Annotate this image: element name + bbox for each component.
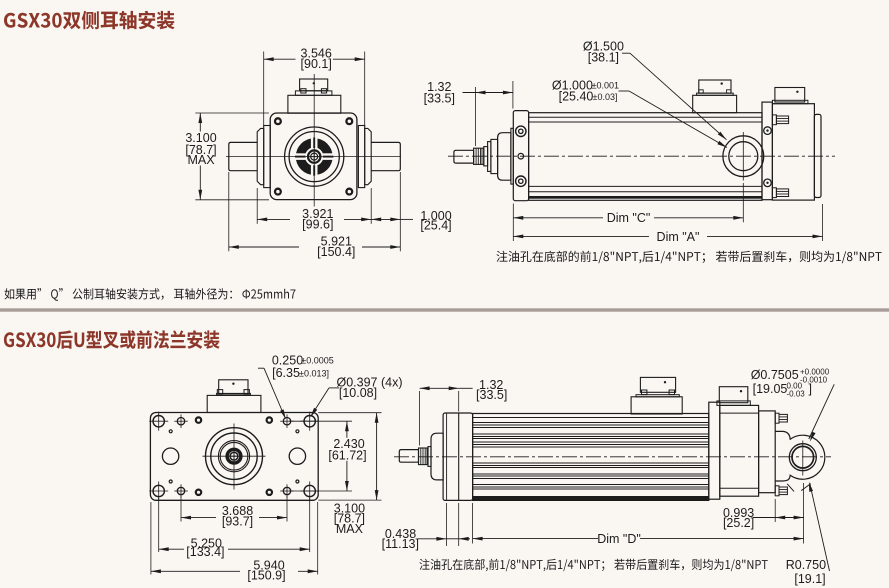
- svg-text:[150.4]: [150.4]: [317, 245, 355, 259]
- svg-text:5.921: 5.921: [321, 235, 352, 249]
- svg-text:[6.35: [6.35: [272, 366, 300, 380]
- svg-text:[93.7]: [93.7]: [222, 514, 253, 528]
- svg-text:[90.1]: [90.1]: [301, 57, 332, 71]
- svg-text:5.940: 5.940: [253, 558, 284, 572]
- svg-text:-0.03: -0.03: [787, 389, 806, 398]
- svg-text:]: ]: [809, 382, 812, 396]
- svg-text:5.250: 5.250: [191, 536, 222, 550]
- svg-text:Dim "A": Dim "A": [657, 230, 700, 244]
- svg-text:0.993: 0.993: [723, 506, 754, 520]
- svg-text:2.430: 2.430: [333, 437, 364, 451]
- svg-text:Ø1.000: Ø1.000: [552, 79, 593, 93]
- svg-text:[78.7]: [78.7]: [185, 143, 216, 157]
- svg-text:[33.5]: [33.5]: [476, 388, 507, 402]
- svg-text:[61.72]: [61.72]: [328, 449, 366, 463]
- svg-text:[150.9]: [150.9]: [247, 569, 285, 583]
- svg-text:±0.013]: ±0.013]: [299, 368, 329, 378]
- svg-text:[10.08]: [10.08]: [339, 386, 377, 400]
- svg-text:3.688: 3.688: [222, 504, 253, 518]
- svg-text:[25.2]: [25.2]: [723, 516, 754, 530]
- svg-text:MAX: MAX: [336, 522, 364, 536]
- svg-text:3.100: 3.100: [185, 131, 216, 145]
- svg-text:0.438: 0.438: [385, 527, 416, 541]
- svg-text:[19.1]: [19.1]: [794, 572, 825, 586]
- svg-text:±0.0005: ±0.0005: [301, 355, 333, 365]
- svg-text:[33.5]: [33.5]: [424, 92, 455, 106]
- svg-text:[25.40: [25.40: [559, 90, 594, 104]
- svg-text:+0.0000: +0.0000: [800, 367, 830, 376]
- svg-text:[78.7]: [78.7]: [334, 512, 365, 526]
- svg-text:Ø0.7505: Ø0.7505: [751, 368, 799, 382]
- svg-text:1.32: 1.32: [479, 378, 503, 392]
- svg-text:[11.13]: [11.13]: [382, 537, 419, 551]
- svg-text:0.00: 0.00: [787, 382, 803, 391]
- svg-text:[19.05: [19.05: [753, 382, 788, 396]
- svg-text:[133.4]: [133.4]: [186, 545, 224, 559]
- svg-text:1.000: 1.000: [420, 209, 451, 223]
- svg-text:MAX: MAX: [187, 153, 215, 167]
- svg-text:Ø1.500: Ø1.500: [583, 40, 624, 54]
- svg-text:[25.4]: [25.4]: [420, 219, 451, 233]
- svg-text:1.32: 1.32: [427, 80, 451, 94]
- svg-text:Dim "D": Dim "D": [597, 532, 641, 546]
- svg-text:[99.6]: [99.6]: [302, 217, 333, 231]
- svg-text:Dim "C": Dim "C": [607, 211, 651, 225]
- svg-text:3.100: 3.100: [334, 502, 365, 516]
- svg-text:0.250: 0.250: [272, 353, 303, 367]
- svg-text:Ø0.397 (4x): Ø0.397 (4x): [336, 375, 402, 389]
- svg-text:3.546: 3.546: [301, 47, 332, 61]
- svg-text:±0.001: ±0.001: [592, 81, 619, 91]
- svg-text:3.921: 3.921: [302, 207, 333, 221]
- svg-text:R0.750: R0.750: [786, 558, 826, 572]
- svg-text:-0.0010: -0.0010: [800, 375, 828, 384]
- svg-text:[38.1]: [38.1]: [588, 50, 619, 64]
- svg-text:±0.03]: ±0.03]: [593, 92, 618, 102]
